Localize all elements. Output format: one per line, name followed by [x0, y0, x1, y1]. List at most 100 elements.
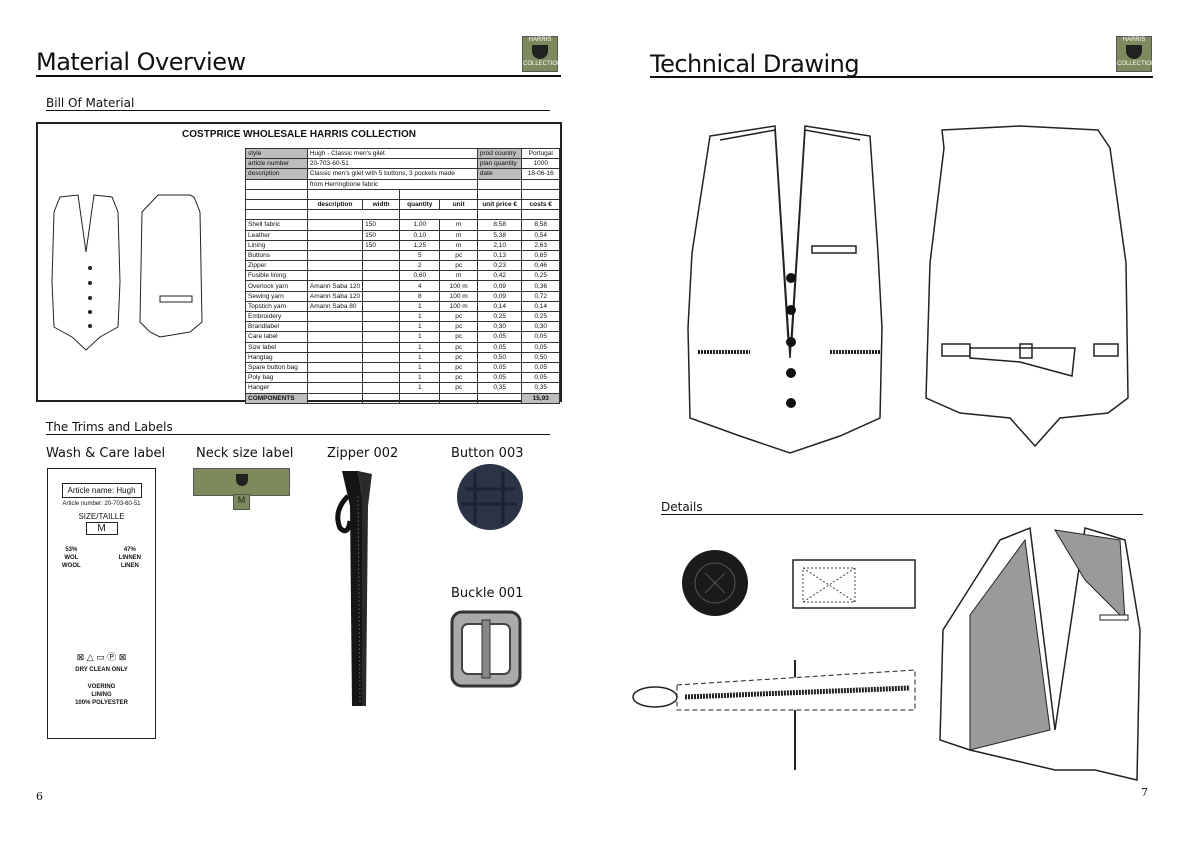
bom-cell: pc	[439, 361, 478, 374]
logo-text: COLLECTION	[1117, 61, 1156, 67]
details-heading: Details	[661, 500, 703, 514]
bom-cell: 0,50	[521, 351, 560, 363]
bom-cell	[306, 209, 401, 221]
bom-cell	[245, 198, 308, 211]
bom-cell: style	[245, 147, 308, 160]
bom-cell: quantity	[399, 198, 441, 211]
bom-cell: 0,25	[476, 310, 523, 323]
bom-cell	[306, 331, 364, 343]
bom-cell: 20-703-60-51	[306, 158, 478, 170]
lining-text: VOERING	[87, 684, 116, 690]
bom-cell: COMPONENTS	[245, 392, 308, 404]
bom-cell: 150	[362, 219, 401, 231]
bom-cell: Buttons	[245, 249, 308, 262]
bom-cell: 1	[399, 310, 441, 323]
bom-cell: Sewing yarn	[245, 290, 308, 302]
bom-cell: Care label	[245, 331, 308, 343]
bom-cell: Poly bag	[245, 372, 308, 384]
bom-title: COSTPRICE WHOLESALE HARRIS COLLECTION	[182, 129, 416, 140]
bom-cell: 1	[399, 341, 441, 353]
buckle-heading: Buckle 001	[451, 586, 524, 601]
bom-cell: Classic men's gilet with 5 buttons, 3 po…	[306, 168, 478, 180]
bom-cell: 8,58	[521, 219, 560, 231]
bom-cell: Spare button bag	[245, 361, 308, 374]
bom-cell: 0,14	[476, 300, 523, 313]
size-value: M	[85, 522, 118, 535]
neck-size-label	[193, 468, 290, 496]
bom-cell: 0,25	[521, 270, 560, 282]
page-title-technical-drawing: Technical Drawing	[650, 50, 860, 78]
bom-cell: pc	[439, 249, 478, 262]
bom-cell	[521, 188, 560, 200]
care-symbols-icon: ⊠ △ ▭ Ⓟ ⊠	[76, 652, 127, 662]
bom-cell	[362, 290, 401, 302]
bom-cell	[476, 188, 523, 200]
bom-cell: 0,72	[521, 290, 560, 302]
bom-cell: 5,38	[476, 229, 523, 241]
bom-cell: 0,13	[476, 249, 523, 262]
bom-cell: 1	[399, 331, 441, 343]
bom-cell: 0,23	[476, 260, 523, 272]
bom-cell	[362, 260, 401, 272]
bom-cell	[306, 260, 364, 272]
heading-rule	[46, 110, 550, 111]
lining-text: 100% POLYESTER	[75, 700, 128, 706]
bom-cell: 100 m	[439, 290, 478, 302]
bom-cell: pc	[439, 351, 478, 363]
bom-cell: Topstich yarn	[245, 300, 308, 313]
bom-cell: 0,42	[476, 270, 523, 282]
bom-cell	[245, 188, 308, 200]
bom-cell: Overlock yarn	[245, 280, 308, 292]
logo-text: HARRIS	[1122, 37, 1146, 43]
bom-cell	[245, 178, 308, 190]
bom-cell: Fusible lining	[245, 270, 308, 282]
bom-cell: pc	[439, 321, 478, 333]
bom-cell: 8	[399, 290, 441, 302]
bom-cell	[306, 239, 364, 251]
bom-cell: Shell fabric	[245, 219, 308, 231]
bom-cell	[306, 188, 401, 200]
bom-cell	[399, 209, 478, 221]
bom-cell: 150	[362, 239, 401, 251]
bom-cell: costs €	[521, 198, 560, 211]
dry-clean-text: DRY CLEAN ONLY	[75, 667, 128, 673]
bom-cell: pc	[439, 260, 478, 272]
bom-cell: unit	[439, 198, 478, 211]
bom-cell	[362, 280, 401, 292]
trims-heading: The Trims and Labels	[46, 420, 173, 434]
title-rule	[650, 76, 1153, 78]
bom-cell: m	[439, 219, 478, 231]
bom-cell	[362, 351, 401, 363]
composition-pct: 47%	[123, 547, 136, 553]
title-rule	[36, 75, 561, 77]
bom-cell: 0,60	[399, 270, 441, 282]
article-name: Article name: Hugh	[61, 483, 142, 498]
zipper-heading: Zipper 002	[327, 446, 399, 461]
bom-cell: 0,46	[521, 260, 560, 272]
button-image	[457, 464, 523, 530]
bom-cell: pc	[439, 341, 478, 353]
bom-cell	[306, 321, 364, 333]
bom-cell: Size label	[245, 341, 308, 353]
article-number: Article number: 20-703-60-51	[62, 501, 141, 507]
bom-cell: m	[439, 229, 478, 241]
bom-cell: 0,50	[476, 351, 523, 363]
bom-cell	[521, 178, 560, 190]
bom-cell: 0,05	[521, 361, 560, 374]
bom-cell: 1	[399, 321, 441, 333]
wash-care-heading: Wash & Care label	[46, 446, 166, 461]
bom-cell	[476, 178, 523, 190]
beard-icon	[532, 45, 548, 59]
bom-cell: 100 m	[439, 300, 478, 313]
bom-cell	[306, 372, 364, 384]
bom-cell: Embroidery	[245, 310, 308, 323]
